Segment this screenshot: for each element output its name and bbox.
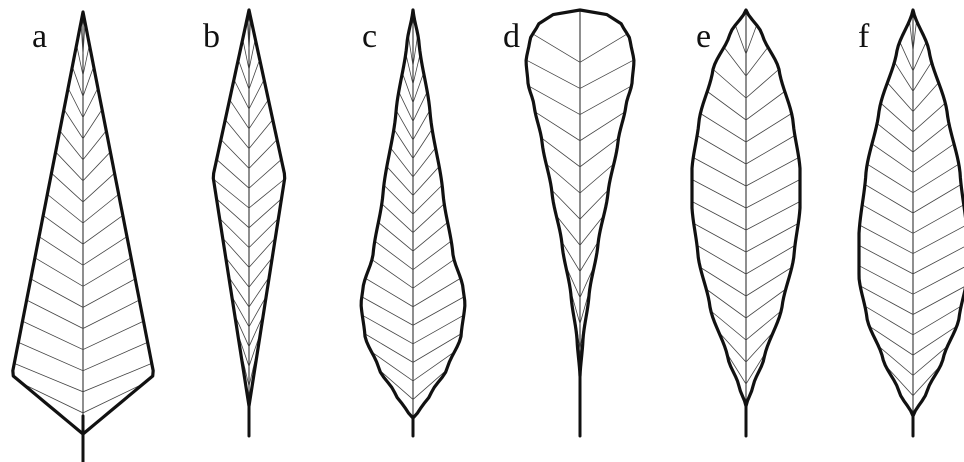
panel-label-a: a — [32, 18, 47, 55]
panel-label-c: c — [362, 18, 377, 55]
leaf-group — [13, 10, 964, 462]
leaf-a — [13, 12, 153, 462]
leaf-f — [859, 10, 964, 436]
leaf-f-vein — [860, 246, 964, 274]
leaf-c — [361, 10, 465, 436]
leaf-f-vein — [861, 226, 964, 254]
leaf-f-vein — [860, 266, 964, 294]
panel-label-b: b — [203, 18, 220, 55]
leaf-d — [526, 10, 634, 436]
panel-label-d: d — [503, 18, 520, 55]
leaf-e — [692, 10, 800, 436]
leaf-f-outline — [859, 10, 964, 416]
leaf-b — [213, 10, 284, 436]
panel-label-e: e — [696, 18, 711, 55]
panel-label-f: f — [858, 18, 870, 55]
